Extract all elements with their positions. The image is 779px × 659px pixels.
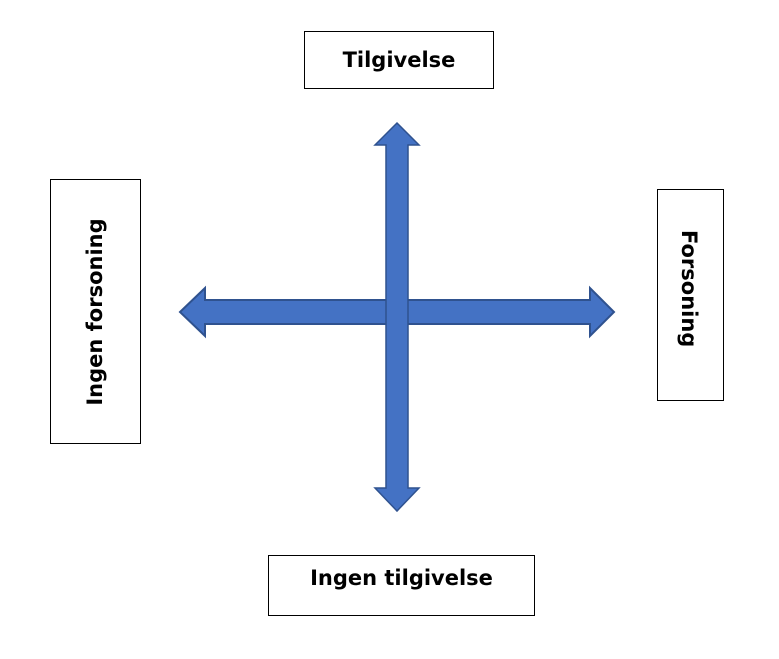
- vertical-double-arrow: [373, 121, 421, 513]
- top-label: Tilgivelse: [342, 48, 456, 72]
- left-label-box: Ingen forsoning: [50, 179, 141, 444]
- right-label-box: Forsoning: [657, 189, 724, 401]
- top-label-box: Tilgivelse: [304, 31, 494, 89]
- bottom-label-box: Ingen tilgivelse: [268, 555, 535, 616]
- bottom-label: Ingen tilgivelse: [310, 566, 493, 590]
